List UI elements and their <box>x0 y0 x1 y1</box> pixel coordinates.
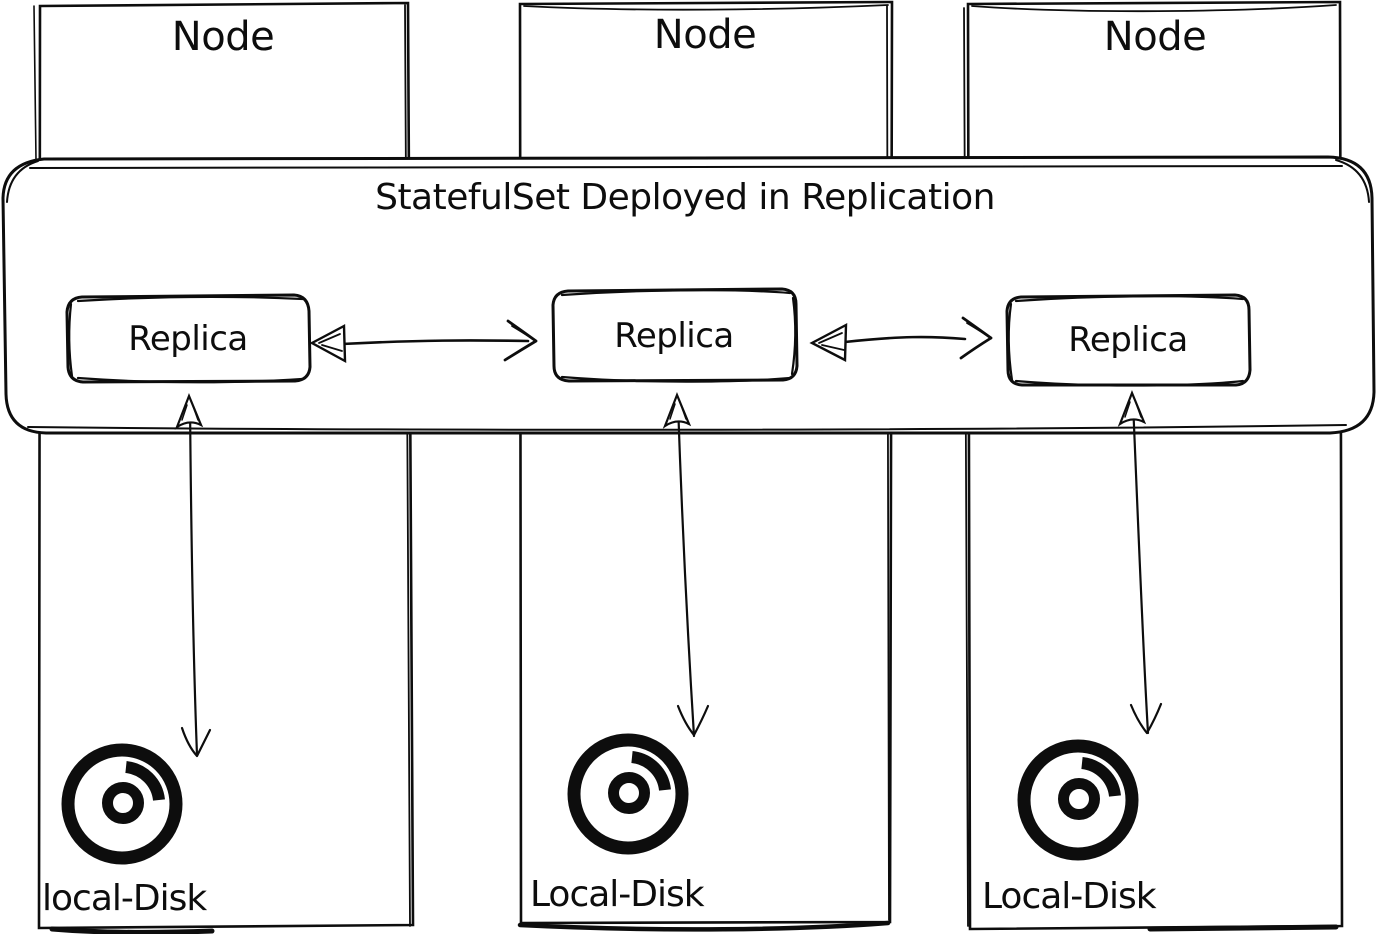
replica-label-3: Replica <box>1068 320 1188 360</box>
replica-box-3 <box>1005 293 1252 387</box>
disk-label-3: Local-Disk <box>982 876 1157 917</box>
replica-disk-arrow-1 <box>174 393 212 758</box>
disk-label-1: local-Disk <box>42 878 207 919</box>
node-label-1: Node <box>171 14 275 60</box>
replica-sync-arrow-2 <box>809 316 993 362</box>
node-label-3: Node <box>1103 14 1207 60</box>
node-label-2: Node <box>653 12 757 58</box>
replica-box-1 <box>65 293 312 384</box>
disk-label-2: Local-Disk <box>530 874 705 915</box>
replica-label-2: Replica <box>614 316 734 356</box>
replica-sync-arrow-1 <box>309 319 538 364</box>
replica-disk-arrow-3 <box>1117 390 1163 735</box>
replica-disk-arrow-2 <box>662 392 710 738</box>
node-box-1 <box>33 1 415 934</box>
replica-box-2 <box>551 287 799 383</box>
statefulset-title: StatefulSet Deployed in Replication <box>375 177 995 218</box>
replica-label-1: Replica <box>128 319 248 359</box>
